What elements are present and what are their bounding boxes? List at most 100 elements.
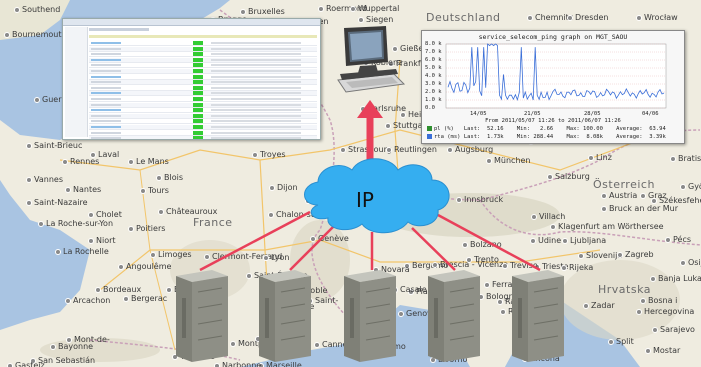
map-place-label: Mostar bbox=[645, 346, 680, 355]
map-place-label: Székesfehérvár bbox=[651, 196, 701, 205]
graph-y-tick: 8.0 k bbox=[425, 41, 442, 47]
computer-icon bbox=[337, 26, 406, 93]
map-place-label: Udine bbox=[530, 236, 561, 245]
map-place-label: Bruck an der Mur bbox=[601, 204, 678, 213]
thumbnail-row bbox=[89, 119, 317, 125]
map-place-label: France bbox=[193, 216, 233, 229]
map-place-label: Ferrara bbox=[484, 280, 521, 289]
map-place-label: Koblenz bbox=[363, 58, 402, 67]
map-place-label: Zadar bbox=[583, 301, 615, 310]
map-place-label: Nantes bbox=[65, 185, 101, 194]
map-place-label: Reutlingen bbox=[386, 145, 437, 154]
thumbnail-row bbox=[89, 41, 317, 46]
graph-x-tick: 04/06 bbox=[642, 111, 659, 117]
map-place-label: Arcachon bbox=[65, 296, 110, 305]
link-server-4 bbox=[411, 227, 456, 271]
server-icon bbox=[344, 270, 396, 362]
map-place-label: Troyes bbox=[252, 150, 286, 159]
map-place-label: Gießen bbox=[392, 44, 428, 53]
map-place-label: Clermont-Ferrand bbox=[204, 252, 282, 261]
graph-y-tick: 4.0 k bbox=[425, 73, 442, 79]
thumbnail-row bbox=[89, 68, 317, 74]
map-place-label: Novara bbox=[373, 265, 410, 274]
map-place-label: Innsbruck bbox=[456, 195, 503, 204]
map-place-label: Wrocław bbox=[636, 13, 678, 22]
uplink-arrow-head bbox=[357, 100, 383, 118]
legend-pl-swatch bbox=[427, 126, 432, 131]
map-place-label: Niort bbox=[88, 236, 116, 245]
map-place-label: Pécs bbox=[665, 235, 691, 244]
map-place-label: Siegen bbox=[358, 15, 393, 24]
map-place-label: Roermond bbox=[318, 4, 367, 13]
map-place-label: Villach bbox=[531, 212, 565, 221]
map-place-label: Rijeka bbox=[561, 263, 593, 272]
map-place-label: Slovenija bbox=[578, 251, 622, 260]
map-place-label: Chalon-sur-Saône bbox=[268, 210, 346, 219]
map-place-label: Casale bbox=[392, 285, 427, 294]
server-icon bbox=[428, 270, 480, 362]
map-place-label: Limoges bbox=[150, 250, 192, 259]
map-place-label: Angoulême bbox=[118, 262, 171, 271]
map-place-label: Bayonne bbox=[50, 342, 93, 351]
thumbnail-row bbox=[89, 102, 317, 108]
map-place-label: San Sebastián bbox=[30, 356, 95, 365]
map-place-label: Lyon bbox=[263, 253, 289, 262]
map-place-label: Brescia - Vicenza bbox=[432, 260, 508, 269]
map-place-label: Győr bbox=[680, 182, 701, 191]
map-place-label: Cholet bbox=[88, 210, 122, 219]
map-place-label: Chemnitz bbox=[527, 13, 573, 22]
map-place-label: Trieste bbox=[534, 262, 568, 271]
graph-plot-area bbox=[445, 43, 667, 109]
map-place-label: Karlsruhe bbox=[360, 104, 406, 113]
thumbnail-row bbox=[89, 130, 317, 136]
map-place-label: Dijon bbox=[269, 183, 298, 192]
server-icon bbox=[259, 270, 311, 362]
map-place-label: Wuppertal bbox=[350, 4, 399, 13]
legend-pl-stats: Last: 52.16 Min: 2.66 Max: 100.00 Averag… bbox=[463, 126, 666, 132]
thumbnail-row bbox=[89, 136, 317, 139]
graph-y-tick: 7.0 k bbox=[425, 49, 442, 55]
ping-graph-panel: service_selecom_ping graph on MGT_SAOU 8… bbox=[421, 30, 685, 144]
legend-rta: rta (ms) Last: 1.73k Min: 288.44 Max: 8.… bbox=[427, 134, 666, 140]
map-place-label: Österreich bbox=[593, 178, 655, 191]
map-place-label: München bbox=[486, 156, 531, 165]
graph-y-tick: 5.0 k bbox=[425, 65, 442, 71]
thumbnail-table bbox=[89, 41, 317, 139]
map-place-label: Bergerac bbox=[123, 294, 167, 303]
map-place-label: Gasteiz bbox=[7, 361, 45, 367]
server-icon bbox=[176, 270, 228, 362]
map-place-label: Split bbox=[608, 337, 634, 346]
graph-series-rta bbox=[447, 43, 665, 101]
map-place-label: Treviso bbox=[502, 261, 538, 270]
ip-cloud bbox=[304, 158, 450, 234]
map-place-label: Vannes bbox=[26, 175, 63, 184]
map-place-label: Saint- bbox=[307, 296, 338, 305]
map-place-label: Tours bbox=[140, 186, 169, 195]
map-place-label: Mont-de- bbox=[66, 335, 110, 344]
map-place-label: Klagenfurt am Wörthersee bbox=[550, 222, 664, 231]
ip-cloud-label: IP bbox=[356, 188, 374, 212]
link-server-5 bbox=[437, 213, 541, 272]
graph-x-tick: 14/05 bbox=[470, 111, 487, 117]
legend-rta-label: rta (ms) bbox=[434, 134, 461, 140]
thumbnail-row bbox=[89, 124, 317, 130]
map-place-label: Augsburg bbox=[447, 145, 493, 154]
map-place-label: Guernsey bbox=[34, 95, 80, 104]
thumbnail-row bbox=[89, 85, 317, 91]
map-place-label: Bosna i bbox=[640, 296, 677, 305]
legend-rta-stats: Last: 1.73k Min: 288.44 Max: 8.08k Avera… bbox=[463, 134, 666, 140]
map-place-label: Sarajevo bbox=[652, 325, 695, 334]
map-place-label: Genève bbox=[310, 234, 349, 243]
legend-pl: pl (%) Last: 52.16 Min: 2.66 Max: 100.00… bbox=[427, 126, 666, 132]
thumbnail-row bbox=[89, 108, 317, 114]
graph-y-tick: 2.0 k bbox=[425, 89, 442, 95]
legend-pl-label: pl (%) bbox=[434, 126, 454, 132]
map-place-label: Osijek bbox=[680, 258, 701, 267]
graph-x-tick: 21/05 bbox=[524, 111, 541, 117]
thumbnail-row bbox=[89, 91, 317, 97]
thumbnail-row bbox=[89, 63, 317, 69]
thumbnail-row bbox=[89, 46, 317, 52]
map-place-label: La Rochelle bbox=[55, 247, 109, 256]
